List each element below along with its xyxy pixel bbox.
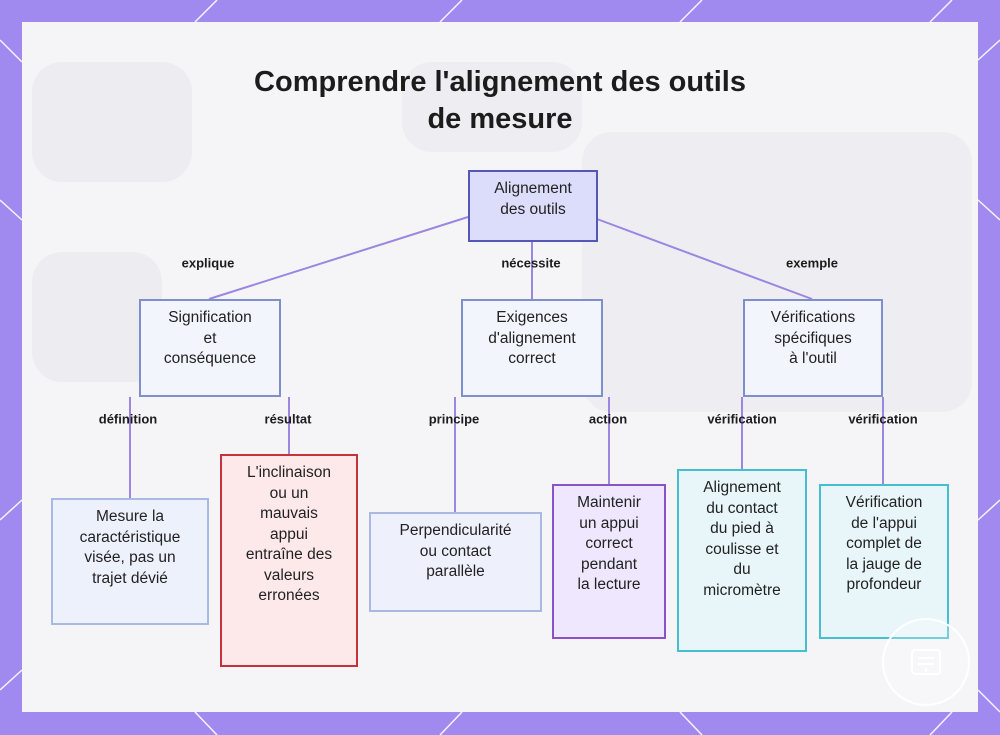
diagram-card: Comprendre l'alignement des outils de me… bbox=[22, 22, 978, 712]
node-perpendicularite[interactable]: Perpendicularité ou contact parallèle bbox=[369, 512, 542, 612]
node-alignement-des-outils[interactable]: Alignement des outils bbox=[468, 170, 598, 242]
node-mesure[interactable]: Mesure la caractéristique visée, pas un … bbox=[51, 498, 209, 625]
watermark-logo-icon bbox=[882, 618, 970, 706]
node-signification[interactable]: Signification et conséquence bbox=[139, 299, 281, 397]
edge-label-exemple: exemple bbox=[786, 256, 838, 271]
edge-label-resultat: résultat bbox=[265, 412, 312, 427]
edge-label-necessite: nécessite bbox=[501, 256, 560, 271]
node-verification-appui[interactable]: Vérification de l'appui complet de la ja… bbox=[819, 484, 949, 639]
edge-label-verification-2: vérification bbox=[848, 412, 917, 427]
edge-explique bbox=[209, 217, 468, 299]
node-maintenir[interactable]: Maintenir un appui correct pendant la le… bbox=[552, 484, 666, 639]
edge-exemple bbox=[597, 219, 812, 299]
node-verifications[interactable]: Vérifications spécifiques à l'outil bbox=[743, 299, 883, 397]
edge-label-definition: définition bbox=[99, 412, 158, 427]
edge-label-explique: explique bbox=[182, 256, 235, 271]
edge-label-principe: principe bbox=[429, 412, 480, 427]
node-alignement-contact[interactable]: Alignement du contact du pied à coulisse… bbox=[677, 469, 807, 652]
edge-label-verification-1: vérification bbox=[707, 412, 776, 427]
edge-label-action: action bbox=[589, 412, 627, 427]
node-exigences[interactable]: Exigences d'alignement correct bbox=[461, 299, 603, 397]
node-inclinaison[interactable]: L'inclinaison ou un mauvais appui entraî… bbox=[220, 454, 358, 667]
